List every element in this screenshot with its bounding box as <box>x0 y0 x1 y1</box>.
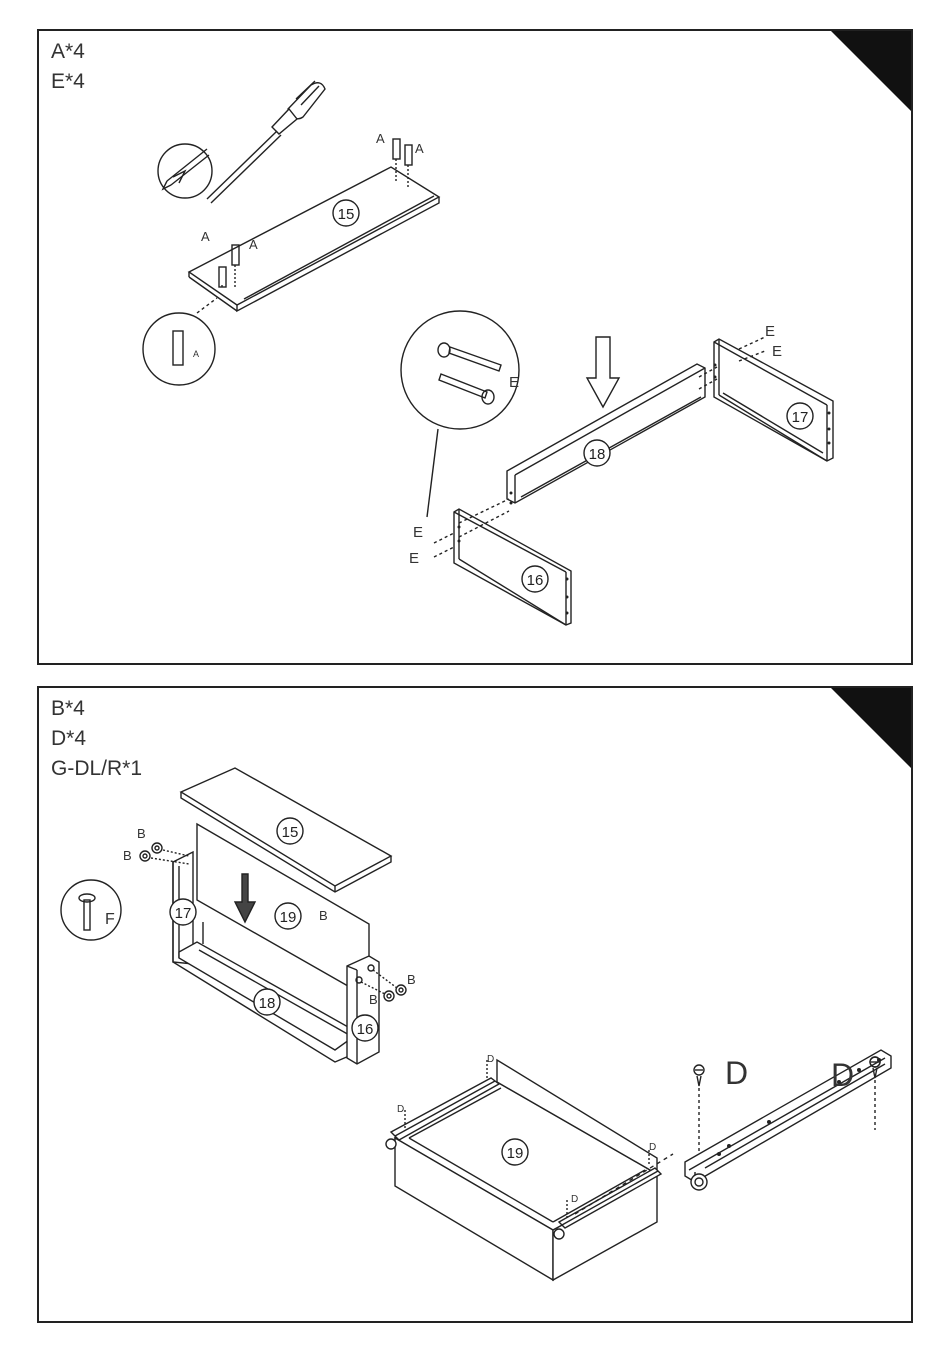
dowel-detail-icon <box>143 298 217 385</box>
label-d: D <box>397 1104 404 1115</box>
label-e: E <box>409 550 419 567</box>
label-d-large: D <box>725 1055 748 1091</box>
label-a: A <box>376 131 385 146</box>
panel-16-label: 16 <box>527 572 544 589</box>
panel-17-label: 17 <box>792 409 809 426</box>
hardware-labels: A A A A A E E E E E <box>193 131 782 567</box>
label-d: D <box>649 1142 656 1153</box>
label-e: E <box>413 524 423 541</box>
screw-detail-icon <box>401 311 519 517</box>
label-e: E <box>772 343 782 360</box>
label-f: F <box>105 911 115 928</box>
panel-19-label: 19 <box>507 1145 524 1162</box>
screw-icon <box>694 1065 704 1154</box>
step-1-panel: A*4 E*4 <box>37 29 913 665</box>
panel-16 <box>454 509 571 625</box>
panel-15-label: 15 <box>338 206 355 223</box>
label-a: A <box>415 141 424 156</box>
label-d: D <box>487 1054 494 1065</box>
label-b: B <box>137 826 146 841</box>
label-e: E <box>765 323 775 340</box>
label-d: D <box>571 1194 578 1205</box>
label-a: A <box>201 229 210 244</box>
panel-17-label: 17 <box>175 905 192 922</box>
panel-15-label: 15 <box>282 824 299 841</box>
label-d-large: D <box>831 1057 854 1093</box>
label-b: B <box>369 992 378 1007</box>
step-2-illustration: 15 17 19 18 16 19 B B B B B F D D D D D … <box>39 688 913 1323</box>
panel-16 <box>347 956 379 1064</box>
label-a: A <box>193 349 199 359</box>
panel-18-label: 18 <box>589 446 606 463</box>
label-b: B <box>123 848 132 863</box>
screwdriver-icon <box>207 81 325 203</box>
step-1-illustration: 15 18 17 16 A A A A A E E E E E <box>39 31 913 665</box>
drawer-box <box>395 1060 657 1280</box>
bolt-detail-icon <box>61 880 121 940</box>
step-2-panel: B*4 D*4 G-DL/R*1 <box>37 686 913 1323</box>
panel-16-label: 16 <box>357 1021 374 1038</box>
phillips-tip-detail-icon <box>158 144 212 198</box>
drawer-slide-rail <box>685 1050 891 1190</box>
down-arrow-icon <box>587 337 619 407</box>
panel-18-label: 18 <box>259 995 276 1012</box>
label-b: B <box>407 972 416 987</box>
panel-19-label: 19 <box>280 909 297 926</box>
label-a: A <box>249 237 258 252</box>
label-e: E <box>509 374 519 391</box>
label-b: B <box>319 908 328 923</box>
